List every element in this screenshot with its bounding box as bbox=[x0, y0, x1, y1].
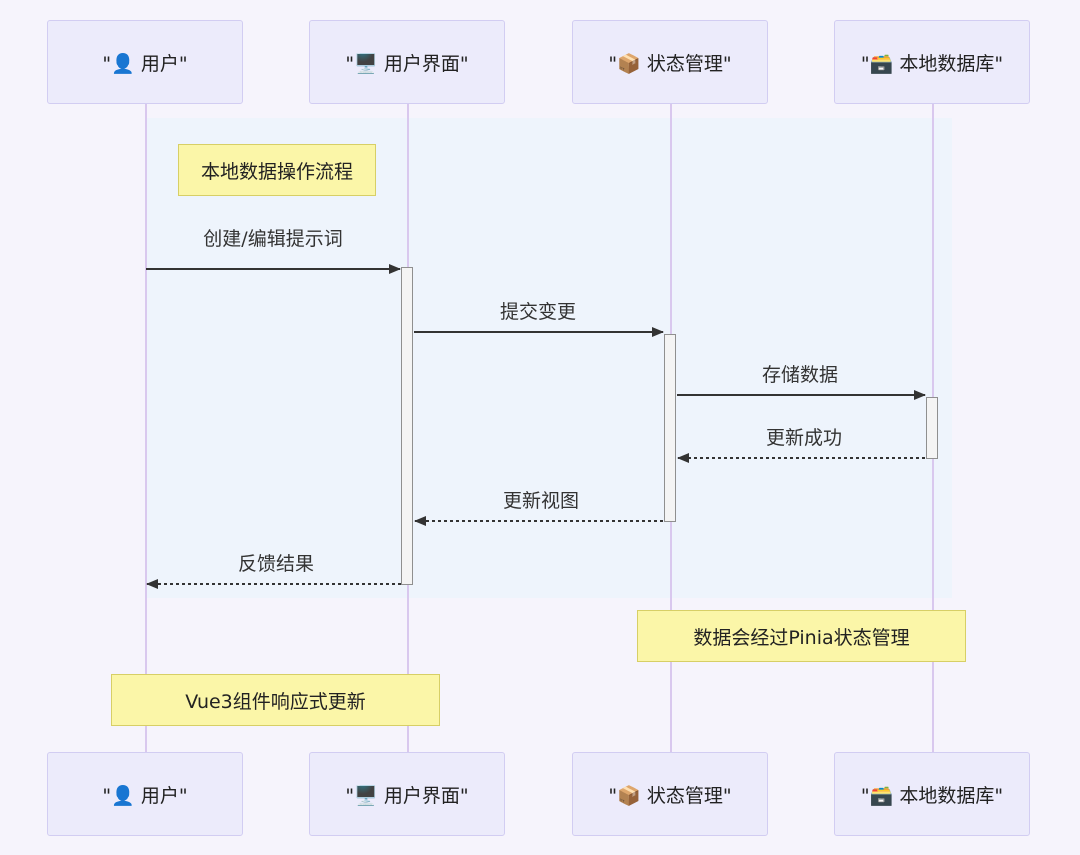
actor-ui-top: "🖥️ 用户界面" bbox=[309, 20, 505, 104]
actor-user-bottom: "👤 用户" bbox=[47, 752, 243, 836]
activation-ui bbox=[401, 267, 413, 585]
note-loop-title: 本地数据操作流程 bbox=[178, 144, 376, 196]
actor-user-top: "👤 用户" bbox=[47, 20, 243, 104]
lifeline-user bbox=[145, 104, 147, 752]
actor-db-top: "🗃️ 本地数据库" bbox=[834, 20, 1030, 104]
message-label-create-edit: 创建/编辑提示词 bbox=[203, 228, 343, 250]
activation-state bbox=[664, 334, 676, 522]
activation-db bbox=[926, 397, 938, 459]
actor-db-bottom: "🗃️ 本地数据库" bbox=[834, 752, 1030, 836]
actor-state-top: "📦 状态管理" bbox=[572, 20, 768, 104]
message-label-store-data: 存储数据 bbox=[761, 364, 839, 386]
message-label-submit-change: 提交变更 bbox=[499, 301, 577, 323]
actor-state-bottom: "📦 状态管理" bbox=[572, 752, 768, 836]
message-label-update-view: 更新视图 bbox=[502, 490, 580, 512]
note-vue: Vue3组件响应式更新 bbox=[111, 674, 440, 726]
loop-region bbox=[146, 118, 952, 598]
message-label-feedback: 反馈结果 bbox=[237, 553, 315, 575]
note-pinia: 数据会经过Pinia状态管理 bbox=[637, 610, 966, 662]
actor-ui-bottom: "🖥️ 用户界面" bbox=[309, 752, 505, 836]
message-label-update-success: 更新成功 bbox=[765, 427, 843, 449]
